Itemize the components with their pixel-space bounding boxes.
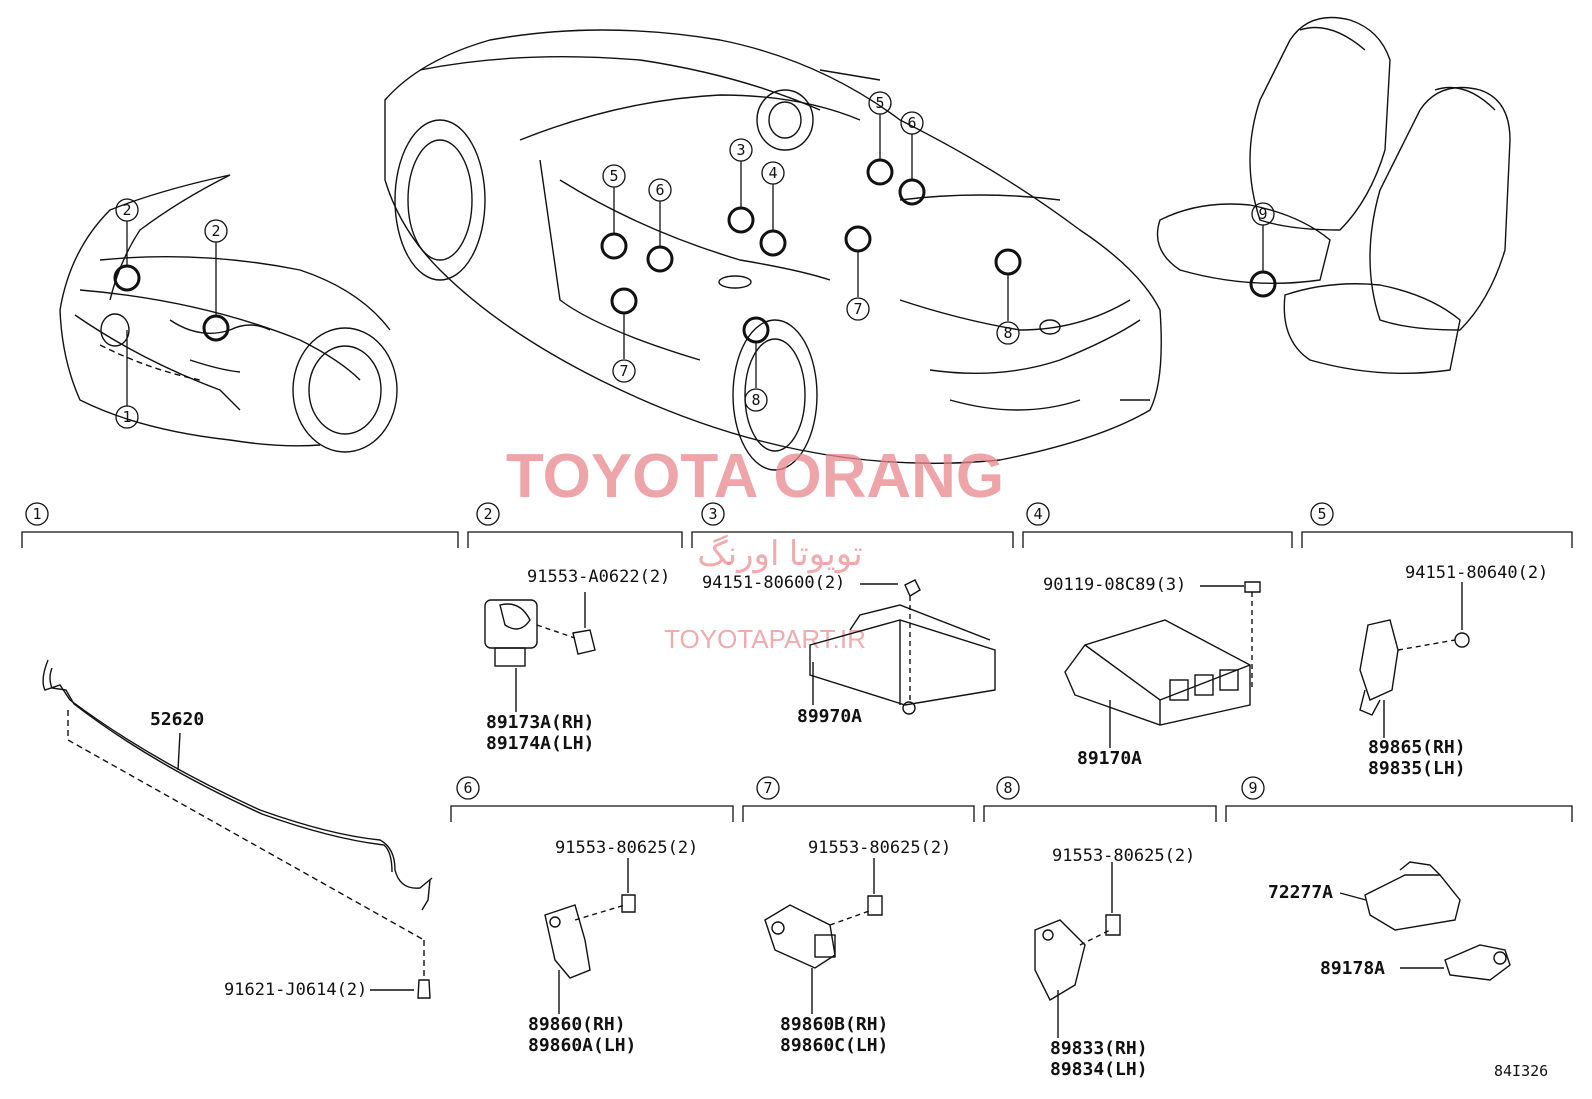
hardware-90119-08C89: 90119-08C89(3)	[1043, 575, 1186, 595]
section-number-3: 3	[708, 505, 717, 523]
hardware-91553-80625-s6: 91553-80625(2)	[555, 838, 698, 858]
part-89170A: 89170A	[1077, 748, 1142, 769]
callout-1: 1	[122, 408, 131, 426]
module-89970A-drawing	[809, 579, 996, 715]
callout-7b: 7	[619, 362, 628, 380]
section-brackets	[21, 502, 1573, 822]
sensor-89860-drawing	[544, 858, 636, 1014]
section-number-7: 7	[763, 779, 772, 797]
callout-6a: 6	[655, 181, 664, 199]
callout-4: 4	[768, 164, 777, 182]
illustration-callout-numbers: 2 2 1 5 6 3 4 5 6 7 7 8 8 9	[122, 94, 1267, 426]
callout-2a: 2	[122, 201, 131, 219]
part-89174A-LH: 89174A(LH)	[486, 733, 594, 754]
callout-5a: 5	[609, 167, 618, 185]
hardware-91621-J0614: 91621-J0614(2)	[224, 980, 367, 1000]
part-89860-RH: 89860(RH)	[528, 1014, 626, 1035]
part-89834-LH: 89834(LH)	[1050, 1059, 1148, 1080]
part-89865-RH: 89865(RH)	[1368, 737, 1466, 758]
sensor-89860B-drawing	[764, 858, 883, 1014]
ecu-89170A-drawing	[1064, 581, 1261, 748]
callout-8b: 8	[751, 391, 760, 409]
section-number-8: 8	[1003, 779, 1012, 797]
front-impact-sensor-drawing	[484, 592, 596, 712]
callout-9: 9	[1258, 205, 1267, 223]
section-number-4: 4	[1033, 505, 1042, 523]
section-number-9: 9	[1248, 779, 1257, 797]
front-car-illustration	[59, 174, 398, 453]
seat-illustration	[1156, 16, 1511, 375]
wire-harness-drawing	[42, 659, 433, 999]
section-number-1: 1	[32, 505, 41, 523]
watermark-brand: TOYOTA ORANG	[506, 442, 1004, 511]
callout-5b: 5	[875, 94, 884, 112]
diagram-code: 84I326	[1494, 1062, 1548, 1080]
sensor-89833-drawing	[1034, 862, 1121, 1038]
hardware-94151-80640: 94151-80640(2)	[1405, 563, 1548, 583]
illustration-callouts	[113, 91, 1277, 429]
main-car-illustration	[384, 29, 1162, 471]
part-72277A: 72277A	[1268, 882, 1333, 903]
part-89970A: 89970A	[797, 706, 862, 727]
side-sensor-89865-drawing	[1359, 582, 1470, 738]
part-89173A-RH: 89173A(RH)	[486, 712, 594, 733]
section-number-6: 6	[463, 779, 472, 797]
callout-6b: 6	[907, 114, 916, 132]
part-89178A: 89178A	[1320, 958, 1385, 979]
hardware-91553-80625-s8: 91553-80625(2)	[1052, 846, 1195, 866]
watermark-site: TOYOTAPART.IR	[664, 624, 866, 654]
part-89833-RH: 89833(RH)	[1050, 1038, 1148, 1059]
section-numbers: 1 2 3 4 5 6 7 8 9	[32, 505, 1326, 797]
hardware-91553-80625-s7: 91553-80625(2)	[808, 838, 951, 858]
part-89860A-LH: 89860A(LH)	[528, 1035, 636, 1056]
callout-8a: 8	[1003, 324, 1012, 342]
section-number-2: 2	[483, 505, 492, 523]
part-89835-LH: 89835(LH)	[1368, 758, 1466, 779]
part-89860C-LH: 89860C(LH)	[780, 1035, 888, 1056]
callout-7a: 7	[853, 300, 862, 318]
callout-3: 3	[736, 141, 745, 159]
part-89860B-RH: 89860B(RH)	[780, 1014, 888, 1035]
seat-sensor-drawing	[1339, 861, 1511, 981]
callout-2b: 2	[211, 222, 220, 240]
hardware-94151-80600: 94151-80600(2)	[702, 573, 845, 593]
part-52620: 52620	[150, 709, 204, 730]
watermark-persian: تویوتا اورنگ	[697, 534, 863, 574]
section-number-5: 5	[1317, 505, 1326, 523]
hardware-91553-A0622: 91553-A0622(2)	[527, 567, 670, 587]
